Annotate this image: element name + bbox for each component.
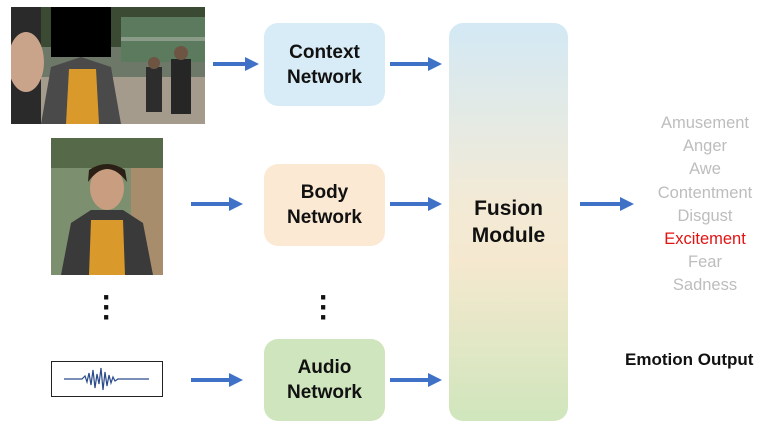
emotion-item: Sadness xyxy=(672,276,738,295)
emotion-item: Contentment xyxy=(657,183,753,202)
emotion-list: Amusement Anger Awe Contentment Disgust … xyxy=(640,112,770,298)
arrow-fusion-out xyxy=(580,197,634,211)
arrow-audio-out xyxy=(390,373,442,387)
emotion-item: Awe xyxy=(689,160,721,179)
arrow-audio-in xyxy=(191,373,243,387)
network-ellipsis-icon: ··· xyxy=(319,281,329,334)
emotion-item: Amusement xyxy=(660,114,750,132)
fusion-module-box: Fusion Module xyxy=(449,23,568,421)
body-image xyxy=(51,138,163,275)
emotion-item-highlighted: Excitement xyxy=(664,230,746,249)
audio-network-box: Audio Network xyxy=(264,339,385,421)
body-network-box: Body Network xyxy=(264,164,385,246)
emotion-item: Disgust xyxy=(677,206,733,225)
context-image xyxy=(11,7,205,124)
input-ellipsis-icon: ··· xyxy=(102,281,112,334)
emotion-item: Anger xyxy=(682,137,728,156)
arrow-body-in xyxy=(191,197,243,211)
arrow-context-in xyxy=(213,57,259,71)
emotion-output-title: Emotion Output xyxy=(625,350,754,369)
arrow-context-out xyxy=(390,57,442,71)
waveform-icon xyxy=(51,361,163,397)
emotion-item: Fear xyxy=(688,253,722,272)
arrow-body-out xyxy=(390,197,442,211)
context-network-box: Context Network xyxy=(264,23,385,106)
